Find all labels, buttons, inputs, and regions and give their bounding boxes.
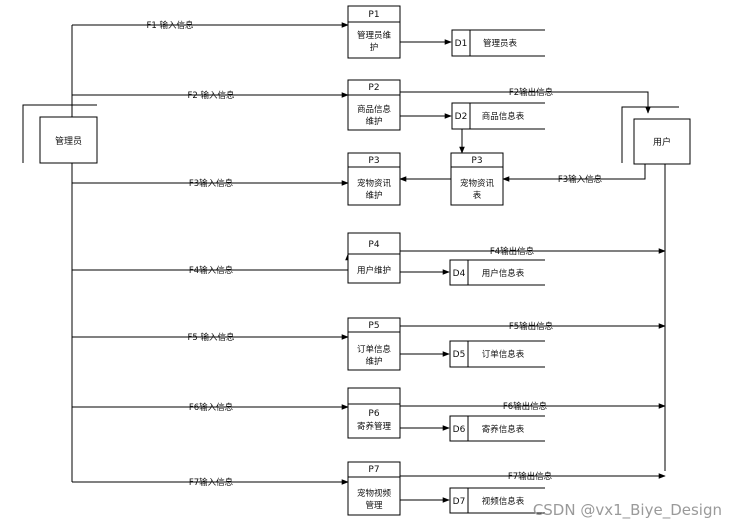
flow-f3-user-arrow bbox=[502, 164, 646, 182]
external-entity-admin: 管理员 bbox=[22, 104, 98, 164]
data-store-d1: D1 管理员表 bbox=[451, 29, 545, 57]
data-store-d7-name: 视频信息表 bbox=[482, 496, 525, 507]
flow-f2-label: F2 输入信息 bbox=[188, 90, 235, 101]
process-p4-id: P4 bbox=[368, 240, 379, 250]
process-p5: P5 订单信息 维护 bbox=[347, 317, 401, 371]
data-store-d2: D2 商品信息表 bbox=[451, 102, 545, 130]
process-p2-id: P2 bbox=[368, 83, 379, 93]
process-p7-name-line2: 管理 bbox=[365, 500, 383, 511]
process-p1-name-line2: 护 bbox=[370, 42, 379, 53]
process-p3: P3 宠物资讯 维护 bbox=[347, 152, 401, 206]
process-p2-name-line1: 商品信息 bbox=[357, 104, 392, 115]
data-store-d2-name: 商品信息表 bbox=[482, 111, 525, 122]
data-store-d6: D6 寄养信息表 bbox=[449, 415, 545, 442]
data-store-p3: P3 宠物资讯 表 bbox=[450, 152, 504, 206]
flow-f5-out-label: F5输出信息 bbox=[509, 321, 554, 332]
flow-f7-out-label: F7输出信息 bbox=[508, 471, 553, 482]
watermark: CSDN @vx1_Biye_Design bbox=[533, 501, 722, 520]
data-store-d6-name: 寄养信息表 bbox=[482, 424, 525, 435]
data-store-d2-id: D2 bbox=[455, 112, 468, 122]
data-store-d4-name: 用户信息表 bbox=[482, 268, 525, 279]
flow-f5-label: F5 输入信息 bbox=[188, 332, 235, 343]
process-p5-name-line1: 订单信息 bbox=[357, 344, 392, 355]
data-store-d7-id: D7 bbox=[453, 497, 466, 507]
flow-f6-out-label: F6输出信息 bbox=[503, 401, 548, 412]
data-store-d5: D5 订单信息表 bbox=[449, 340, 545, 368]
process-p3-name-line2: 维护 bbox=[365, 190, 382, 201]
flow-f4-label: F4输入信息 bbox=[189, 265, 234, 276]
store-arrows bbox=[399, 39, 465, 503]
data-store-d1-name: 管理员表 bbox=[483, 38, 518, 49]
data-store-d4-id: D4 bbox=[453, 269, 466, 279]
flow-f6-label: F6输入信息 bbox=[189, 402, 234, 413]
data-store-p3-name-line2: 表 bbox=[473, 190, 482, 201]
output-flows: F2输出信息 F3输入信息 F4输出信息 F5输出信息 F6输出信息 F7输出信… bbox=[400, 87, 666, 482]
process-p3-id: P3 bbox=[368, 156, 379, 166]
process-p5-id: P5 bbox=[368, 321, 379, 331]
user-label: 用户 bbox=[653, 136, 671, 148]
data-store-d5-name: 订单信息表 bbox=[482, 349, 525, 360]
process-p4-name: 用户维护 bbox=[357, 265, 391, 276]
process-p5-name-line2: 维护 bbox=[365, 356, 382, 367]
process-p6: P6 寄养管理 bbox=[347, 387, 401, 439]
process-p4: P4 用户维护 bbox=[347, 232, 401, 284]
data-store-d1-id: D1 bbox=[455, 39, 468, 49]
process-p1-name-line1: 管理员维 bbox=[357, 30, 392, 41]
flow-f2-out-label: F2输出信息 bbox=[509, 87, 554, 98]
data-store-d6-id: D6 bbox=[453, 425, 466, 435]
data-store-d4: D4 用户信息表 bbox=[449, 259, 545, 286]
process-p1: P1 管理员维 护 bbox=[347, 5, 401, 59]
flow-f7-label: F7输入信息 bbox=[189, 477, 234, 488]
flow-f4-out-label: F4输出信息 bbox=[490, 246, 535, 257]
data-store-p3-id: P3 bbox=[471, 156, 482, 166]
process-p3-name-line1: 宠物资讯 bbox=[357, 178, 392, 189]
process-p7-id: P7 bbox=[368, 465, 379, 475]
process-p7-name-line1: 宠物视频 bbox=[357, 488, 392, 499]
process-p6-id: P6 bbox=[368, 409, 379, 419]
admin-label: 管理员 bbox=[55, 135, 82, 147]
process-p2: P2 商品信息 维护 bbox=[347, 79, 401, 131]
data-store-p3-name-line1: 宠物资讯 bbox=[460, 178, 495, 189]
flow-f1-label: F1 输入信息 bbox=[147, 20, 194, 31]
external-entity-user: 用户 bbox=[621, 106, 691, 165]
process-p7: P7 宠物视频 管理 bbox=[347, 461, 401, 516]
flow-f3-user-label: F3输入信息 bbox=[558, 174, 603, 185]
flow-f2-out-arrow bbox=[400, 91, 651, 114]
process-p6-name: 寄养管理 bbox=[357, 421, 392, 432]
flow-f3-label: F3输入信息 bbox=[189, 178, 234, 189]
process-p1-id: P1 bbox=[368, 10, 379, 20]
data-store-d7: D7 视频信息表 bbox=[449, 487, 545, 514]
input-flows: F1 输入信息 F2 输入信息 F3输入信息 F4输入信息 F5 输入信息 F6… bbox=[72, 20, 351, 488]
data-store-d5-id: D5 bbox=[453, 350, 466, 360]
process-p2-name-line2: 维护 bbox=[365, 116, 382, 127]
